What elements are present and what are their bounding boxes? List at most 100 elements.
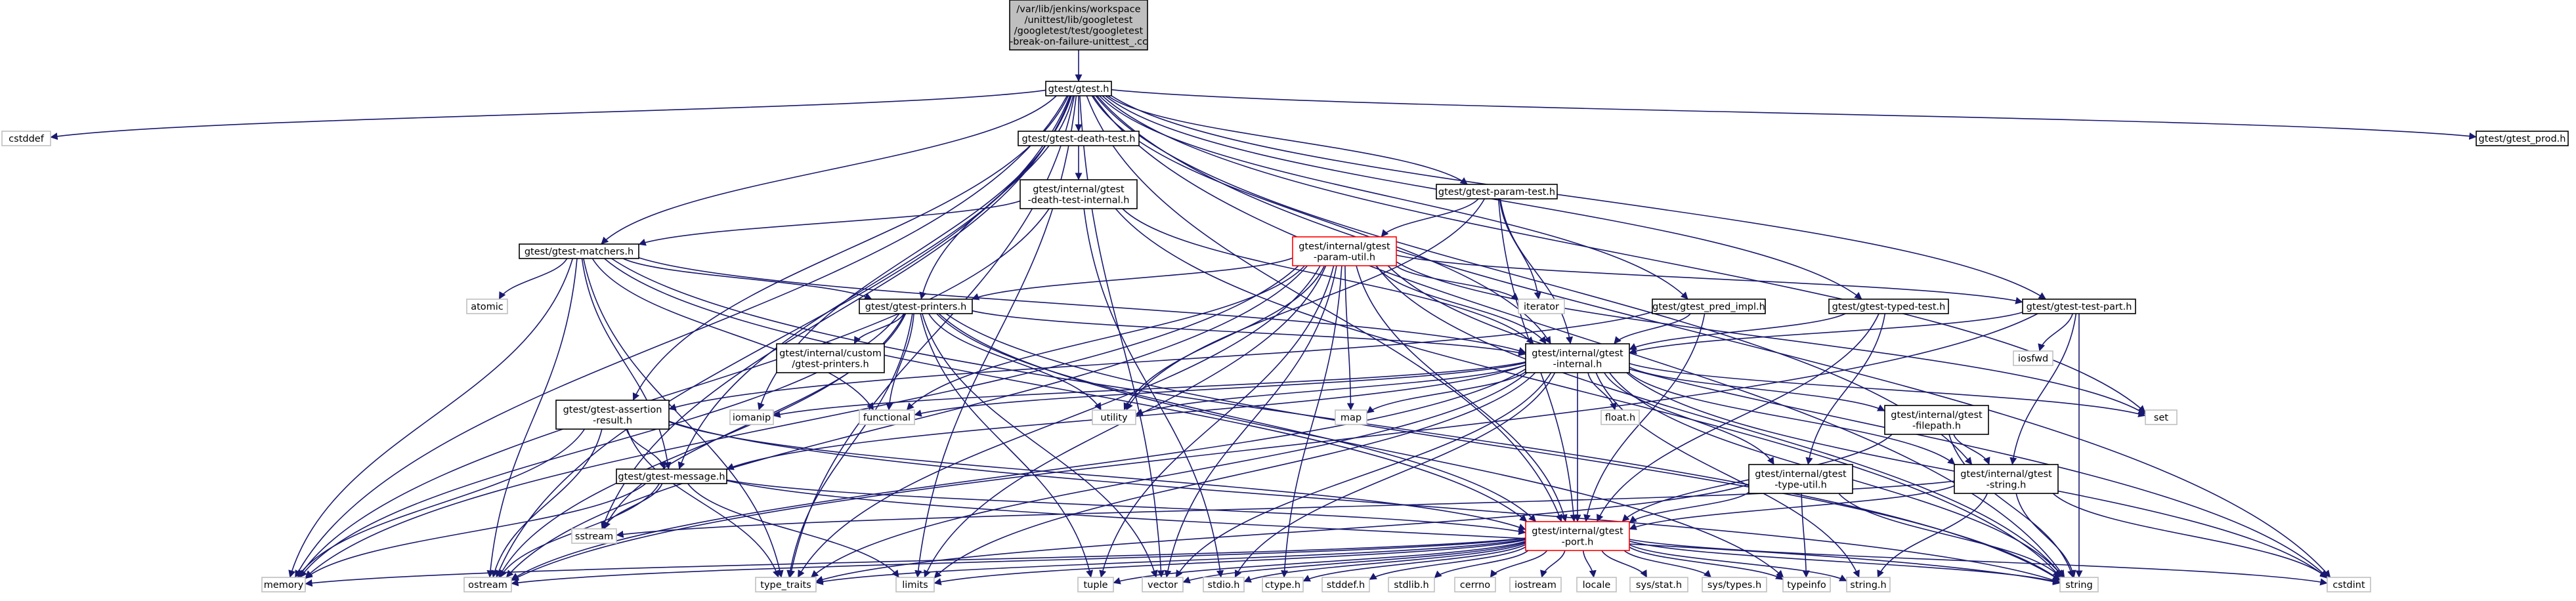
node-iomanip: iomanip — [729, 409, 774, 425]
edge-gtest-h-to-string — [1092, 95, 2065, 578]
node-sys-stat: sys/stat.h — [1629, 577, 1688, 592]
node-label: gtest/gtest-death-test.h — [1022, 134, 1136, 144]
node-pred-impl[interactable]: gtest/gtest_pred_impl.h — [1652, 299, 1766, 314]
edge-test-part-to-iosfwd — [2038, 313, 2074, 352]
edge-printers-to-functional — [886, 313, 914, 411]
edge-param-util-to-type-traits — [797, 265, 1321, 578]
edge-assertion-result-to-memory — [297, 428, 586, 578]
edge-internal-to-string-h-int — [1628, 372, 1956, 465]
node-limits: limits — [895, 577, 935, 592]
edge-matchers-to-atomic — [498, 258, 568, 300]
node-printers[interactable]: gtest/gtest-printers.h — [859, 299, 973, 314]
node-death-test[interactable]: gtest/gtest-death-test.h — [1018, 131, 1140, 146]
edge-type-util-to-typeinfo — [1801, 493, 1810, 578]
node-typed-test[interactable]: gtest/gtest-typed-test.h — [1828, 299, 1949, 314]
node-box — [1009, 0, 1148, 51]
edge-port-to-limits — [934, 539, 1526, 586]
edge-port-to-ostream — [511, 537, 1526, 587]
edge-gtest-h-to-cstddef — [50, 89, 1046, 140]
node-box — [1203, 577, 1245, 592]
node-label: /gtest-printers.h — [792, 359, 869, 369]
node-label: gtest/gtest-message.h — [618, 472, 725, 482]
node-box — [2059, 577, 2099, 592]
edge-printers-to-string — [945, 313, 2061, 581]
edge-param-util-to-tuple — [1099, 265, 1335, 578]
node-label: gtest/gtest.h — [1048, 84, 1109, 94]
node-label: memory — [264, 580, 304, 591]
edge-matchers-to-message — [581, 258, 672, 470]
edge-gtest-h-to-memory — [294, 95, 1068, 578]
node-string-h-int[interactable]: gtest/internal/gtest-string.h — [1954, 464, 2059, 494]
node-label: cerrno — [1460, 580, 1490, 591]
edge-param-util-to-utility — [1123, 265, 1325, 411]
node-box — [1, 131, 51, 146]
node-label: vector — [1148, 580, 1178, 591]
edge-gtest-h-to-test-part — [1111, 95, 2046, 300]
node-box — [1652, 299, 1766, 314]
edge-test-part-to-ostream — [511, 313, 2038, 581]
edge-death-internal-to-internal — [1122, 208, 1534, 344]
node-box — [466, 299, 508, 314]
edge-param-util-to-internal — [1375, 265, 1547, 344]
edge-internal-to-filepath — [1629, 366, 1885, 412]
edge-assertion-result-to-message — [626, 428, 666, 470]
edge-pred-impl-to-assertion-result — [668, 311, 1653, 411]
node-stdio: stdio.h — [1203, 577, 1245, 592]
node-label: -filepath.h — [1912, 421, 1961, 431]
node-label: gtest/internal/gtest — [1532, 526, 1623, 537]
node-label: float.h — [1605, 413, 1635, 423]
node-box — [2013, 350, 2053, 366]
node-box — [1828, 299, 1949, 314]
node-matchers[interactable]: gtest/gtest-matchers.h — [519, 243, 639, 259]
node-gtest-h[interactable]: gtest/gtest.h — [1045, 81, 1112, 96]
node-label: functional — [863, 413, 911, 423]
node-label: stdlib.h — [1394, 580, 1429, 591]
node-string-dot-h: string.h — [1846, 577, 1891, 592]
node-filepath[interactable]: gtest/internal/gtest-filepath.h — [1884, 405, 1989, 435]
node-stddef: stddef.h — [1321, 577, 1370, 592]
edge-param-util-to-printers — [971, 257, 1293, 300]
edge-matchers-to-port — [604, 258, 1528, 522]
node-box — [1321, 577, 1370, 592]
node-box — [1045, 81, 1112, 96]
edge-internal-to-map — [1366, 371, 1526, 414]
node-custom-printers[interactable]: gtest/internal/custom/gtest-printers.h — [776, 343, 885, 373]
node-label: /var/lib/jenkins/workspace — [1016, 4, 1140, 14]
node-param-test[interactable]: gtest/gtest-param-test.h — [1436, 184, 1558, 199]
node-box — [261, 577, 306, 592]
edge-port-to-stdlib — [1434, 550, 1529, 579]
node-port[interactable]: gtest/internal/gtest-port.h — [1525, 521, 1630, 551]
node-label: sstream — [575, 531, 613, 542]
node-box — [1262, 577, 1304, 592]
node-message[interactable]: gtest/gtest-message.h — [616, 468, 727, 484]
edge-type-util-to-string — [1838, 493, 2061, 578]
node-set: set — [2145, 409, 2178, 425]
node-label: cstdint — [2332, 580, 2365, 591]
node-typeinfo: typeinfo — [1782, 577, 1831, 592]
node-param-util[interactable]: gtest/internal/gtest-param-util.h — [1292, 236, 1397, 266]
node-label: -internal.h — [1553, 359, 1602, 369]
edge-param-util-to-string — [1375, 265, 2064, 578]
edge-param-util-to-test-part — [1396, 255, 2023, 304]
node-label: -result.h — [593, 415, 632, 426]
node-internal[interactable]: gtest/internal/gtest-internal.h — [1525, 343, 1630, 373]
node-box — [1782, 577, 1831, 592]
node-label: string — [2065, 580, 2093, 591]
node-type-util[interactable]: gtest/internal/gtest-type-util.h — [1748, 464, 1853, 494]
edge-param-test-to-param-util — [1381, 198, 1479, 238]
node-gtest-prod[interactable]: gtest/gtest_prod.h — [2476, 131, 2569, 146]
node-box — [616, 468, 727, 484]
node-box — [1509, 577, 1562, 592]
edge-assertion-result-to-string — [668, 421, 2061, 584]
node-label: gtest/gtest_pred_impl.h — [1652, 302, 1765, 312]
node-assertion-result[interactable]: gtest/gtest-assertion-result.h — [555, 400, 670, 430]
node-label: -death-test-internal.h — [1028, 195, 1130, 205]
node-box — [859, 299, 973, 314]
edge-port-to-stdio — [1243, 543, 1526, 583]
edge-internal-to-iomanip — [773, 361, 1526, 418]
node-test-part[interactable]: gtest/gtest-test-part.h — [2022, 299, 2136, 314]
node-label: cstddef — [9, 134, 45, 144]
node-box — [1884, 405, 1989, 435]
node-label: -type-util.h — [1774, 480, 1827, 490]
node-death-internal[interactable]: gtest/internal/gtest-death-test-internal… — [1020, 179, 1138, 209]
